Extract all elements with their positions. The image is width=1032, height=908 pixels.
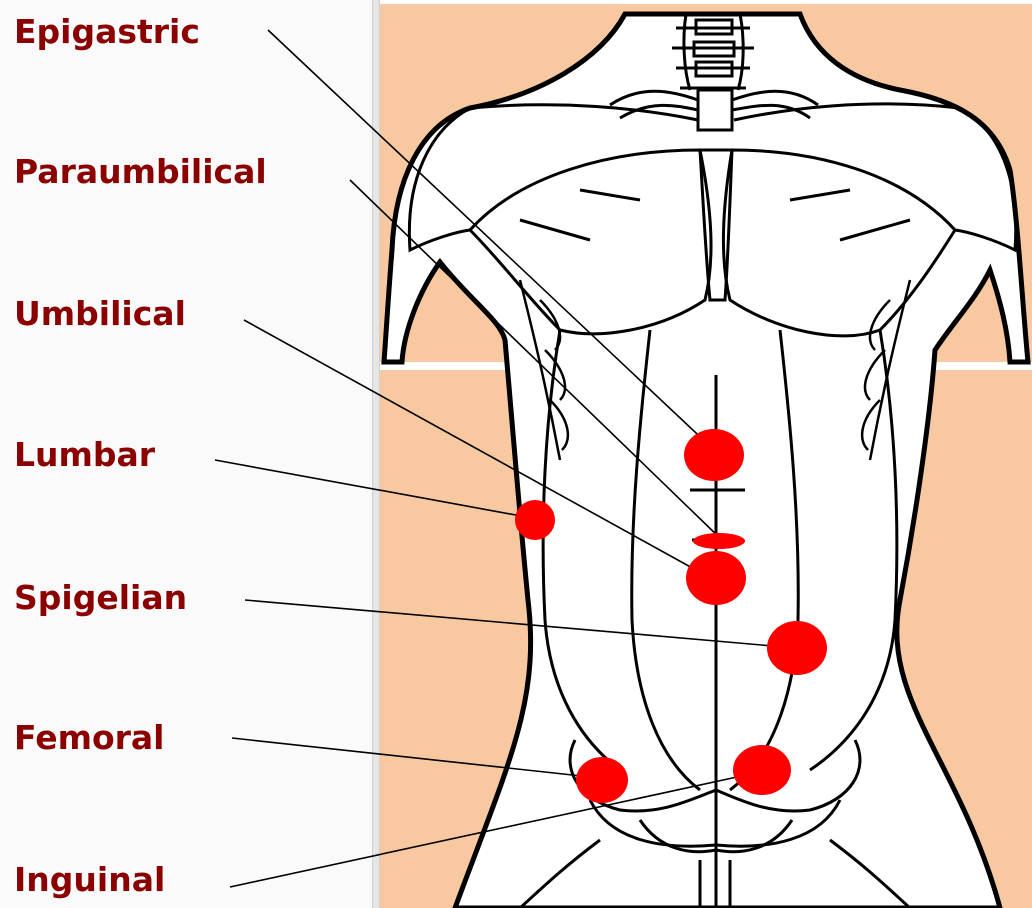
hernia-site-inguinal (733, 745, 791, 795)
label-lumbar: Lumbar (14, 435, 155, 475)
label-spigelian: Spigelian (14, 578, 187, 618)
hernia-site-spigelian (767, 621, 827, 675)
label-inguinal: Inguinal (14, 860, 165, 900)
hernia-site-paraumbilical (693, 533, 745, 549)
hernia-site-umbilical (686, 551, 746, 605)
hernia-site-epigastric (684, 429, 744, 481)
hernia-site-femoral (576, 757, 628, 803)
hernia-site-lumbar (515, 500, 555, 540)
label-femoral: Femoral (14, 718, 165, 758)
label-paraumbilical: Paraumbilical (14, 152, 267, 192)
label-umbilical: Umbilical (14, 294, 186, 334)
label-epigastric: Epigastric (14, 12, 200, 52)
